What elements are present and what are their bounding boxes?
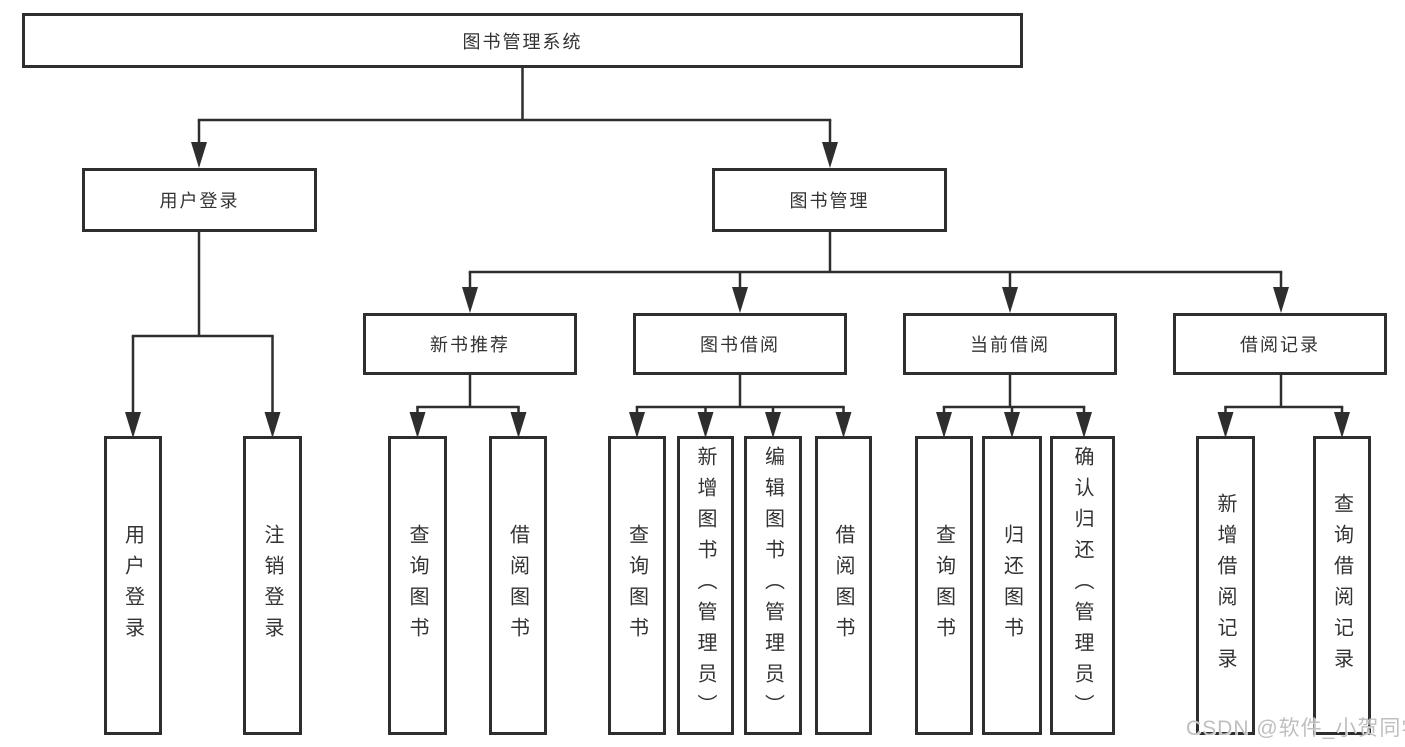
watermark: CSDN @软件_小贺同学 — [1186, 717, 1405, 740]
node-current-borrowing-label: 当前借阅 — [970, 335, 1050, 355]
node-borrowing-records: 借阅记录 — [1173, 313, 1387, 375]
leaf-return-book-label: 归还图书 — [1000, 523, 1023, 648]
node-new-book-recommend: 新书推荐 — [363, 313, 577, 375]
leaf-borrow-books-recommend-label: 借阅图书 — [506, 523, 529, 648]
node-current-borrowing: 当前借阅 — [903, 313, 1117, 375]
node-book-management-label: 图书管理 — [789, 191, 870, 211]
node-library-system: 图书管理系统 — [22, 13, 1023, 68]
leaf-query-books-recommend: 查询图书 — [388, 436, 447, 735]
leaf-borrow-books-recommend: 借阅图书 — [489, 436, 547, 735]
leaf-borrow-books-borrowing-label: 借阅图书 — [832, 523, 854, 648]
leaf-borrow-books-borrowing: 借阅图书 — [815, 436, 872, 735]
leaf-edit-book-admin-label: 编辑图书（管理员） — [761, 446, 784, 725]
node-user-login-label: 用户登录 — [159, 191, 240, 211]
node-book-borrowing-label: 图书借阅 — [700, 335, 780, 355]
leaf-user-login: 用户登录 — [104, 436, 162, 735]
leaf-query-books-borrowing: 查询图书 — [608, 436, 666, 735]
leaf-confirm-return-admin-label: 确认归还（管理员） — [1071, 446, 1093, 725]
leaf-confirm-return-admin: 确认归还（管理员） — [1050, 436, 1115, 735]
leaf-query-books-current-label: 查询图书 — [932, 523, 955, 648]
leaf-add-book-admin-label: 新增图书（管理员） — [694, 446, 716, 725]
leaf-query-books-borrowing-label: 查询图书 — [625, 523, 648, 648]
leaf-add-borrow-record: 新增借阅记录 — [1196, 436, 1255, 735]
node-book-management: 图书管理 — [712, 168, 947, 232]
leaf-logout-login: 注销登录 — [243, 436, 302, 735]
leaf-query-books-recommend-label: 查询图书 — [406, 523, 428, 648]
leaf-add-borrow-record-label: 新增借阅记录 — [1214, 492, 1236, 679]
leaf-user-login-label: 用户登录 — [121, 523, 144, 648]
leaf-query-borrow-record: 查询借阅记录 — [1313, 436, 1371, 735]
node-new-book-recommend-label: 新书推荐 — [430, 335, 510, 355]
leaf-edit-book-admin: 编辑图书（管理员） — [744, 436, 802, 735]
leaf-query-books-current: 查询图书 — [915, 436, 973, 735]
leaf-add-book-admin: 新增图书（管理员） — [677, 436, 734, 735]
node-borrowing-records-label: 借阅记录 — [1240, 335, 1320, 355]
leaf-logout-login-label: 注销登录 — [261, 523, 283, 648]
node-book-borrowing: 图书借阅 — [633, 313, 847, 375]
node-user-login: 用户登录 — [82, 168, 317, 232]
leaf-return-book: 归还图书 — [982, 436, 1042, 735]
node-library-system-label: 图书管理系统 — [462, 31, 583, 52]
arrowhead-icons — [125, 142, 1350, 438]
leaf-query-borrow-record-label: 查询借阅记录 — [1330, 492, 1353, 679]
